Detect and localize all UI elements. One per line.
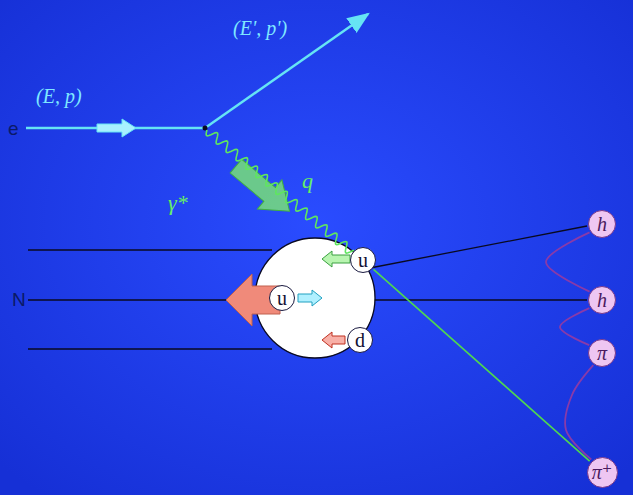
- hadron-circle: π: [588, 339, 616, 367]
- momentum-arrow: [97, 119, 136, 137]
- hadron-circle: h: [588, 286, 616, 314]
- physics-label: (E, p): [36, 86, 82, 106]
- remnant-line: [370, 226, 587, 268]
- quark-spin-arrow: [298, 290, 322, 306]
- nucleon-line: [28, 249, 272, 250]
- quark-circle: u: [269, 285, 295, 311]
- hadron-circle: π⁺: [587, 457, 618, 488]
- electron-line: [205, 14, 368, 128]
- particle-symbol: d: [355, 330, 365, 350]
- quark-circle: u: [350, 247, 376, 273]
- nucleon-line: [28, 348, 272, 349]
- string-line: [560, 308, 589, 345]
- particle-symbol: u: [358, 250, 368, 270]
- particle-symbol: h: [597, 214, 607, 234]
- physics-label: γ*: [168, 192, 188, 214]
- photon-arrow: [224, 152, 302, 226]
- photon-line: [206, 130, 354, 253]
- physics-label: q: [302, 170, 313, 192]
- vertex-dot: [203, 126, 208, 131]
- physics-label: e: [8, 119, 19, 138]
- quark-circle: d: [347, 327, 373, 353]
- particle-symbol: π: [597, 343, 607, 363]
- string-line: [546, 232, 590, 291]
- nucleon-circle: [255, 238, 375, 358]
- nucleon-line: [28, 299, 256, 300]
- string-line: [565, 365, 593, 459]
- hadron-circle: h: [588, 210, 616, 238]
- physics-label: N: [12, 290, 26, 309]
- particle-symbol: h: [597, 290, 607, 310]
- quark-spin-arrow: [322, 332, 345, 348]
- photon-wave: [206, 130, 354, 253]
- particle-symbol: u: [277, 288, 287, 308]
- photon-arrow-shape: [224, 152, 302, 226]
- quark-line: [373, 269, 589, 461]
- particle-symbol: π⁺: [592, 462, 613, 482]
- physics-label: (E', p'): [233, 18, 287, 38]
- remnant-line: [374, 299, 587, 300]
